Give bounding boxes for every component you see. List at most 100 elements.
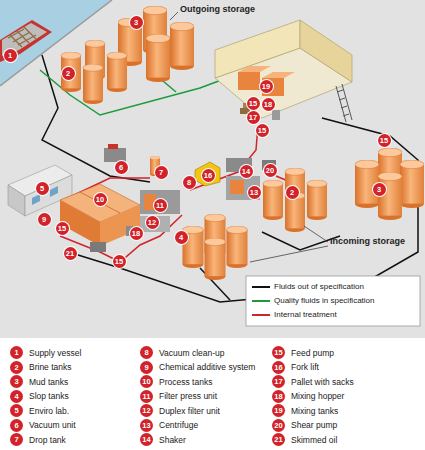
key-entry: 11Filter press unit [140, 390, 217, 403]
key-number: 12 [140, 404, 153, 417]
callout-number: 13 [248, 186, 261, 199]
callout-number: 15 [378, 134, 391, 147]
callout-text: 18 [264, 100, 272, 109]
key-name: Mixing hopper [291, 391, 344, 401]
key-number: 14 [140, 433, 153, 446]
callout-number: 14 [240, 165, 253, 178]
key-entry: 16Fork lift [272, 361, 319, 374]
slop-tanks [183, 214, 248, 280]
key-name: Supply vessel [29, 348, 81, 358]
key-number: 3 [10, 375, 23, 388]
incoming-mud-tanks [355, 148, 424, 220]
key-entry: 7 Drop tank [10, 433, 66, 446]
key-name: Drop tank [29, 435, 66, 445]
callout-number: 18 [130, 227, 143, 240]
outgoing-mud-tanks [118, 6, 194, 82]
key-name: Enviro lab. [29, 406, 69, 416]
key-name: Shear pump [291, 420, 337, 430]
callout-number: 5 [36, 182, 49, 195]
key-name: Centrifuge [159, 420, 198, 430]
callout-text: 2 [290, 188, 294, 197]
callout-text: 16 [204, 171, 212, 180]
callout-text: 7 [159, 168, 163, 177]
building [215, 20, 352, 122]
key-number: 21 [272, 433, 285, 446]
callout-number: 7 [155, 166, 168, 179]
key-name: Vacuum clean-up [159, 348, 225, 358]
key-entry: 12 Duplex filter unit [140, 404, 220, 417]
key-entry: 17Pallet with sacks [272, 375, 354, 388]
callout-number: 21 [64, 247, 77, 260]
callout-text: 19 [262, 82, 270, 91]
callout-number: 18 [262, 98, 275, 111]
key-number: 19 [272, 404, 285, 417]
callout-text: 12 [148, 218, 156, 227]
callout-text: 2 [66, 69, 70, 78]
callout-number: 6 [115, 161, 128, 174]
callout-number: 11 [154, 199, 167, 212]
callout-number: 8 [183, 176, 196, 189]
callout-text: 15 [380, 136, 388, 145]
outgoing-brine-tanks [61, 40, 127, 104]
key-number: 1 [10, 346, 23, 359]
key-entry: 1 Supply vessel [10, 346, 81, 359]
callout-text: 18 [132, 229, 140, 238]
key-entry: 20 Shear pump [272, 419, 337, 432]
key-entry: 9Chemical additive system [140, 361, 255, 374]
key-entry: 8 Vacuum clean-up [140, 346, 225, 359]
key-name: Brine tanks [29, 362, 72, 372]
callout-number: 3 [130, 16, 143, 29]
pipe-out-of-spec [42, 55, 418, 302]
storage-label: Incoming storage [330, 236, 405, 246]
callout-number: 12 [146, 216, 159, 229]
key-name: Mixing tanks [291, 406, 338, 416]
callout-text: 1 [8, 51, 12, 60]
key-number: 9 [140, 361, 153, 374]
key-number: 7 [10, 433, 23, 446]
key-number: 15 [272, 346, 285, 359]
key-number: 16 [272, 361, 285, 374]
key-entry: 5Enviro lab. [10, 404, 69, 417]
key-entry: 13Centrifuge [140, 419, 198, 432]
callout-number: 16 [202, 169, 215, 182]
callout-number: 10 [94, 193, 107, 206]
key-name: Shaker [159, 435, 186, 445]
key-entry: 6Vacuum unit [10, 419, 76, 432]
callout-number: 15 [56, 222, 69, 235]
callout-text: 4 [179, 233, 183, 242]
callout-number: 19 [260, 80, 273, 93]
key-number: 8 [140, 346, 153, 359]
callout-text: 5 [40, 184, 44, 193]
key-number: 6 [10, 419, 23, 432]
key-number: 20 [272, 419, 285, 432]
key-name: Feed pump [291, 348, 334, 358]
callout-text: 17 [249, 113, 257, 122]
ground [0, 0, 425, 338]
key-number: 10 [140, 375, 153, 388]
callout-number: 15 [113, 255, 126, 268]
callout-number: 3 [373, 183, 386, 196]
callout-number: 9 [38, 213, 51, 226]
callout-text: 15 [249, 99, 257, 108]
callout-number: 2 [286, 186, 299, 199]
callout-number: 15 [256, 124, 269, 137]
callout-text: 9 [42, 215, 46, 224]
callout-number: 17 [247, 111, 260, 124]
key-entry: 18Mixing hopper [272, 390, 344, 403]
key-name: Duplex filter unit [159, 406, 220, 416]
key-entry: 10Process tanks [140, 375, 212, 388]
callout-text: 8 [187, 178, 191, 187]
callout-text: 14 [242, 167, 250, 176]
callout-number: 4 [175, 231, 188, 244]
key-entry: 3Mud tanks [10, 375, 68, 388]
key-name: Skimmed oil [291, 435, 337, 445]
key-entry: 19 Mixing tanks [272, 404, 338, 417]
legend-box [246, 276, 420, 326]
incoming-brine-tanks [263, 168, 327, 232]
callout-text: 10 [96, 195, 104, 204]
callout-text: 3 [134, 18, 138, 27]
supply-vessel [0, 20, 52, 62]
callout-text: 20 [266, 166, 274, 175]
